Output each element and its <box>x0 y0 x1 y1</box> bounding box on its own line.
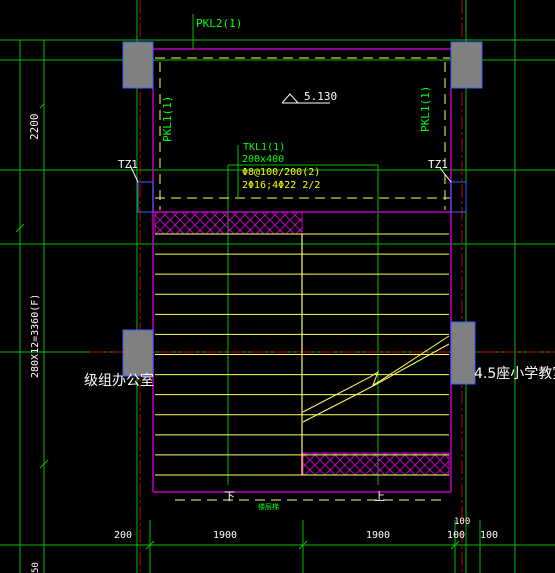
dashed-beams <box>155 57 450 501</box>
break-line-symbol <box>302 335 450 423</box>
column-mid-left <box>122 329 154 377</box>
column-top-right <box>450 41 483 89</box>
dim-bottom-span1: 1900 <box>213 530 237 541</box>
dim-bottom-edge: 50 <box>31 562 41 573</box>
label-tz1-left: TZ1 <box>118 158 138 171</box>
dim-left-top: 2200 <box>28 114 41 141</box>
label-up: 上 <box>374 490 385 503</box>
dim-bottom-left: 200 <box>114 530 132 541</box>
room-label-left: 级组办公室 <box>84 372 154 389</box>
room-label-right: 4.5座小学教室 <box>474 365 555 382</box>
tz1-leaders <box>129 164 452 183</box>
label-elevation: 5.130 <box>304 90 337 103</box>
dim-left-bottom: 280X12=3360(F) <box>30 294 41 378</box>
column-mid-right <box>450 321 476 385</box>
label-down: 下 <box>224 490 235 503</box>
hatch-top-landing <box>154 211 303 235</box>
label-tkl1-line2: 200x400 <box>242 154 284 165</box>
label-pkl2: PKL2(1) <box>196 17 242 30</box>
dim-bottom-right-a: 100 <box>454 517 470 527</box>
post-tz1-right <box>450 181 467 213</box>
dim-bottom-right-c: 100 <box>480 530 498 541</box>
tkl1-leader <box>228 145 378 198</box>
red-axis-lines <box>90 0 555 573</box>
label-pkl1-left: PKL1(1) <box>161 96 174 142</box>
label-tkl1-line4: 2Φ16;4Φ22 2/2 <box>242 180 320 191</box>
label-tz1-right: TZ1 <box>428 158 448 171</box>
post-tz1-left <box>137 181 154 213</box>
label-pkl1-right: PKL1(1) <box>419 86 432 132</box>
label-tkl1-line3: Φ8@100/200(2) <box>242 167 320 178</box>
columns <box>122 41 483 385</box>
level-marker <box>281 93 330 104</box>
column-top-left <box>122 41 154 89</box>
label-tkl1-line1: TKL1(1) <box>243 142 285 153</box>
dim-bottom-span2: 1900 <box>366 530 390 541</box>
label-floor-small: 楼层梯 <box>258 502 279 511</box>
hatch-bottom-landing <box>302 452 450 476</box>
dim-bottom-right-b: 100 <box>447 530 465 541</box>
